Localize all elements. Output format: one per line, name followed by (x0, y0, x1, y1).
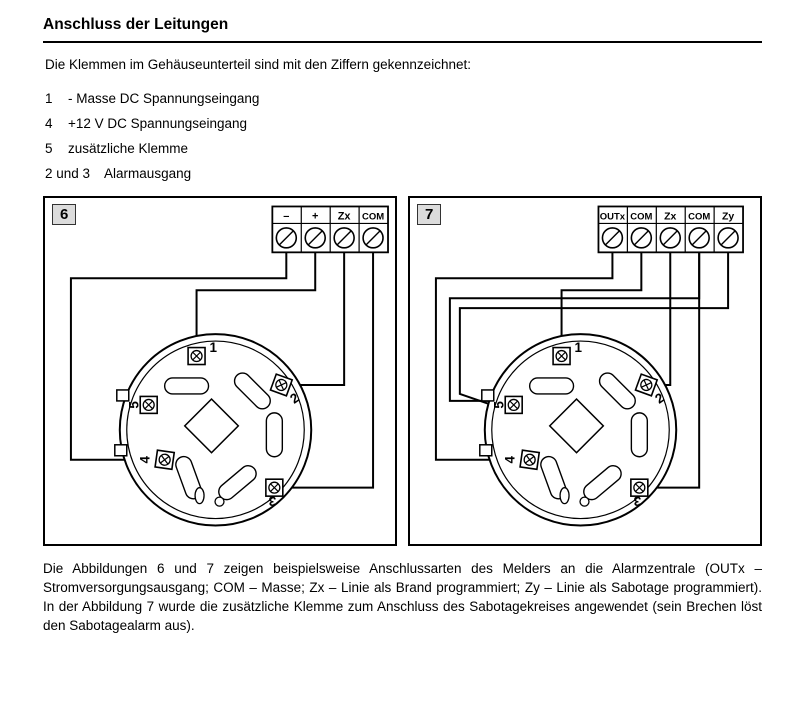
terminal-description: zusätzliche Klemme (68, 141, 189, 156)
detector-base: 1 2 3 4 5 (479, 333, 678, 527)
slot (163, 377, 210, 395)
wire (654, 250, 672, 386)
small-hole (559, 487, 570, 505)
rim-tab (479, 444, 493, 457)
block-screw-icon (362, 227, 384, 249)
screw-terminal-icon (552, 346, 571, 366)
wire (434, 250, 614, 461)
center-diamond (548, 397, 605, 454)
rim-tab (114, 444, 128, 457)
block-screw-icon (659, 227, 682, 249)
figures-row: 6 (43, 196, 762, 546)
screw-terminal-icon (265, 478, 284, 497)
figure-caption: Die Abbildungen 6 und 7 zeigen beispiels… (43, 561, 762, 634)
wire (560, 250, 643, 349)
base-terminal-label-4: 4 (503, 455, 518, 463)
figure-number-badge: 7 (417, 204, 442, 225)
slot (233, 372, 271, 410)
slot (528, 377, 575, 395)
terminal-item: 2 und 3 Alarmausgang (45, 166, 762, 181)
block-label-com1: COM (630, 211, 652, 222)
figure-number-badge: 6 (52, 204, 77, 225)
rim-tab (116, 389, 130, 402)
terminal-item: 4 +12 V DC Spannungseingang (45, 116, 762, 131)
base-terminal-label-1: 1 (575, 340, 583, 355)
title-block: Anschluss der Leitungen (43, 16, 762, 43)
base-terminal-label-4: 4 (138, 455, 153, 463)
detector-base: 1 2 3 4 5 (114, 333, 313, 527)
terminal-block: OUTx COM Zx COM Zy (597, 205, 744, 254)
terminal-number: 2 und 3 (45, 166, 91, 181)
base-terminal-label-5: 5 (492, 401, 507, 409)
base-terminal-label-3: 3 (634, 494, 641, 509)
terminal-number: 1 (45, 91, 53, 106)
block-label-zx: Zx (338, 210, 352, 222)
small-hole (214, 496, 225, 507)
small-hole (194, 487, 205, 505)
center-diamond (183, 397, 240, 454)
terminal-item: 5 zusätzliche Klemme (45, 141, 762, 156)
block-screw-icon (688, 227, 710, 249)
slot (265, 412, 284, 458)
terminal-number: 4 (45, 116, 53, 131)
wires (434, 250, 730, 489)
block-label-com2: COM (688, 211, 710, 222)
block-screw-icon (630, 227, 653, 249)
block-screw-icon (333, 227, 355, 249)
wire (282, 250, 375, 489)
screw-terminal-icon (139, 395, 158, 415)
screw-terminal-icon (630, 478, 649, 497)
terminal-description: Alarmausgang (104, 166, 192, 181)
block-screw-icon (601, 227, 624, 249)
terminal-description: +12 V DC Spannungseingang (68, 116, 248, 131)
wire (647, 250, 701, 489)
terminal-number: 5 (45, 141, 53, 156)
block-label-zx: Zx (664, 211, 676, 222)
screw-terminal-icon (187, 346, 206, 366)
wiring-diagram-7: 1 2 3 4 5 OUTx COM Zx COM (434, 205, 744, 527)
block-screw-icon (275, 227, 298, 249)
terminal-description: - Masse DC Spannungseingang (68, 91, 260, 106)
terminal-block: – + Zx COM (271, 205, 389, 254)
figure-7: 7 (408, 196, 762, 546)
block-label-minus: – (283, 210, 289, 222)
terminal-item: 1 - Masse DC Spannungseingang (45, 91, 762, 106)
small-hole (579, 496, 590, 507)
screw-terminal-icon (154, 449, 176, 471)
base-terminal-label-1: 1 (210, 340, 218, 355)
base-terminal-label-5: 5 (127, 401, 142, 409)
screw-terminal-icon (504, 395, 523, 415)
wires (69, 250, 375, 489)
wire (448, 250, 701, 402)
figure-6: 6 (43, 196, 397, 546)
block-label-plus: + (312, 210, 318, 222)
block-label-com: COM (362, 211, 384, 222)
slot (630, 412, 649, 458)
wire (69, 250, 288, 461)
wire (289, 250, 346, 386)
terminal-list: 1 - Masse DC Spannungseingang 4 +12 V DC… (45, 91, 762, 181)
rim-tab (481, 389, 495, 402)
block-screw-icon (717, 227, 739, 249)
wire (458, 250, 730, 407)
block-label-zy: Zy (722, 211, 734, 222)
intro-text: Die Klemmen im Gehäuseunterteil sind mit… (45, 57, 471, 72)
block-screw-icon (304, 227, 326, 249)
base-terminal-label-3: 3 (269, 494, 276, 509)
wiring-diagram-6: 1 2 3 4 5 – + Zx COM (69, 205, 389, 527)
screw-terminal-icon (519, 449, 541, 471)
slot (598, 372, 636, 410)
block-label-outx: OUTx (600, 211, 626, 222)
page-title: Anschluss der Leitungen (43, 16, 229, 33)
wire (195, 250, 317, 349)
